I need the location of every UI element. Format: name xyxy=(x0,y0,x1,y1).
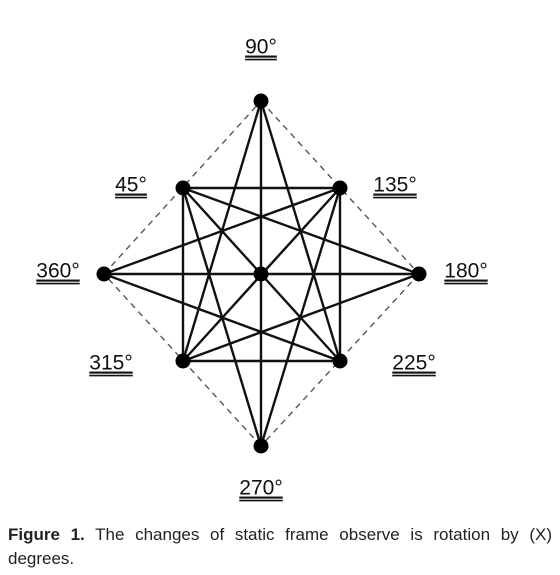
node-45 xyxy=(175,180,191,196)
angle-label-360: 360° xyxy=(36,260,79,283)
dashed-edge-270-360 xyxy=(103,273,262,447)
node-180 xyxy=(411,266,427,282)
node-270 xyxy=(253,438,269,454)
solid-edge-135-360 xyxy=(103,186,341,276)
node-315 xyxy=(175,353,191,369)
angle-label-180: 180° xyxy=(444,260,487,283)
nodes xyxy=(96,93,427,454)
angle-label-315: 315° xyxy=(89,352,132,375)
angle-label-135: 135° xyxy=(373,174,416,197)
dashed-edge-360-90 xyxy=(103,100,262,275)
node-90 xyxy=(253,93,269,109)
caption-label: Figure 1. xyxy=(8,525,85,544)
node-center xyxy=(253,266,269,282)
node-225 xyxy=(332,353,348,369)
angle-label-225: 225° xyxy=(392,352,435,375)
dashed-edge-180-270 xyxy=(260,273,420,447)
node-135 xyxy=(332,180,348,196)
caption-text: The changes of static frame observe is r… xyxy=(8,525,552,568)
figure-caption: Figure 1. The changes of static frame ob… xyxy=(8,523,552,571)
solid-edge-315-180 xyxy=(182,272,420,363)
node-360 xyxy=(96,266,112,282)
rotation-diagram: 90° 45° 135° 360° 180° 315° 225° 270° xyxy=(36,36,488,502)
solid-edge-360-225 xyxy=(103,272,341,363)
angle-label-270: 270° xyxy=(239,477,282,500)
dashed-edges xyxy=(103,100,420,447)
angle-label-90: 90° xyxy=(245,36,277,59)
angle-labels: 90° 45° 135° 360° 180° 315° 225° 270° xyxy=(36,36,488,502)
angle-label-45: 45° xyxy=(115,174,147,197)
